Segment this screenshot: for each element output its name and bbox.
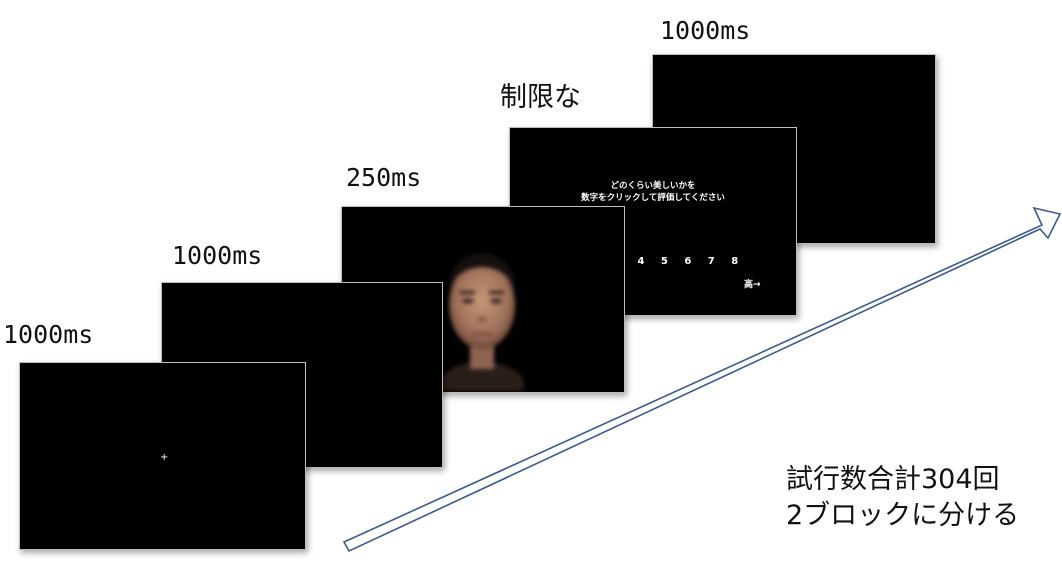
- duration-label-3: 250ms: [346, 163, 422, 192]
- duration-label-5: 1000ms: [660, 16, 751, 45]
- rating-prompt-line-2: 数字をクリックして評価してください: [581, 193, 725, 203]
- duration-label-2: 1000ms: [172, 241, 263, 270]
- block-note: 2ブロックに分ける: [786, 500, 1020, 531]
- fixation-screen: +: [19, 362, 306, 550]
- rating-scale-high-label: 高→: [744, 280, 761, 290]
- trial-count-note: 試行数合計304回: [786, 464, 1000, 495]
- rating-scale-numbers[interactable]: 3 4 5 6 7 8: [614, 256, 739, 267]
- rating-prompt-line-1: どのくらい美しいかを: [610, 181, 696, 191]
- face-image: [437, 239, 527, 391]
- duration-label-4: 制限な: [500, 82, 581, 113]
- duration-label-1: 1000ms: [3, 320, 94, 349]
- fixation-cross: +: [160, 452, 169, 463]
